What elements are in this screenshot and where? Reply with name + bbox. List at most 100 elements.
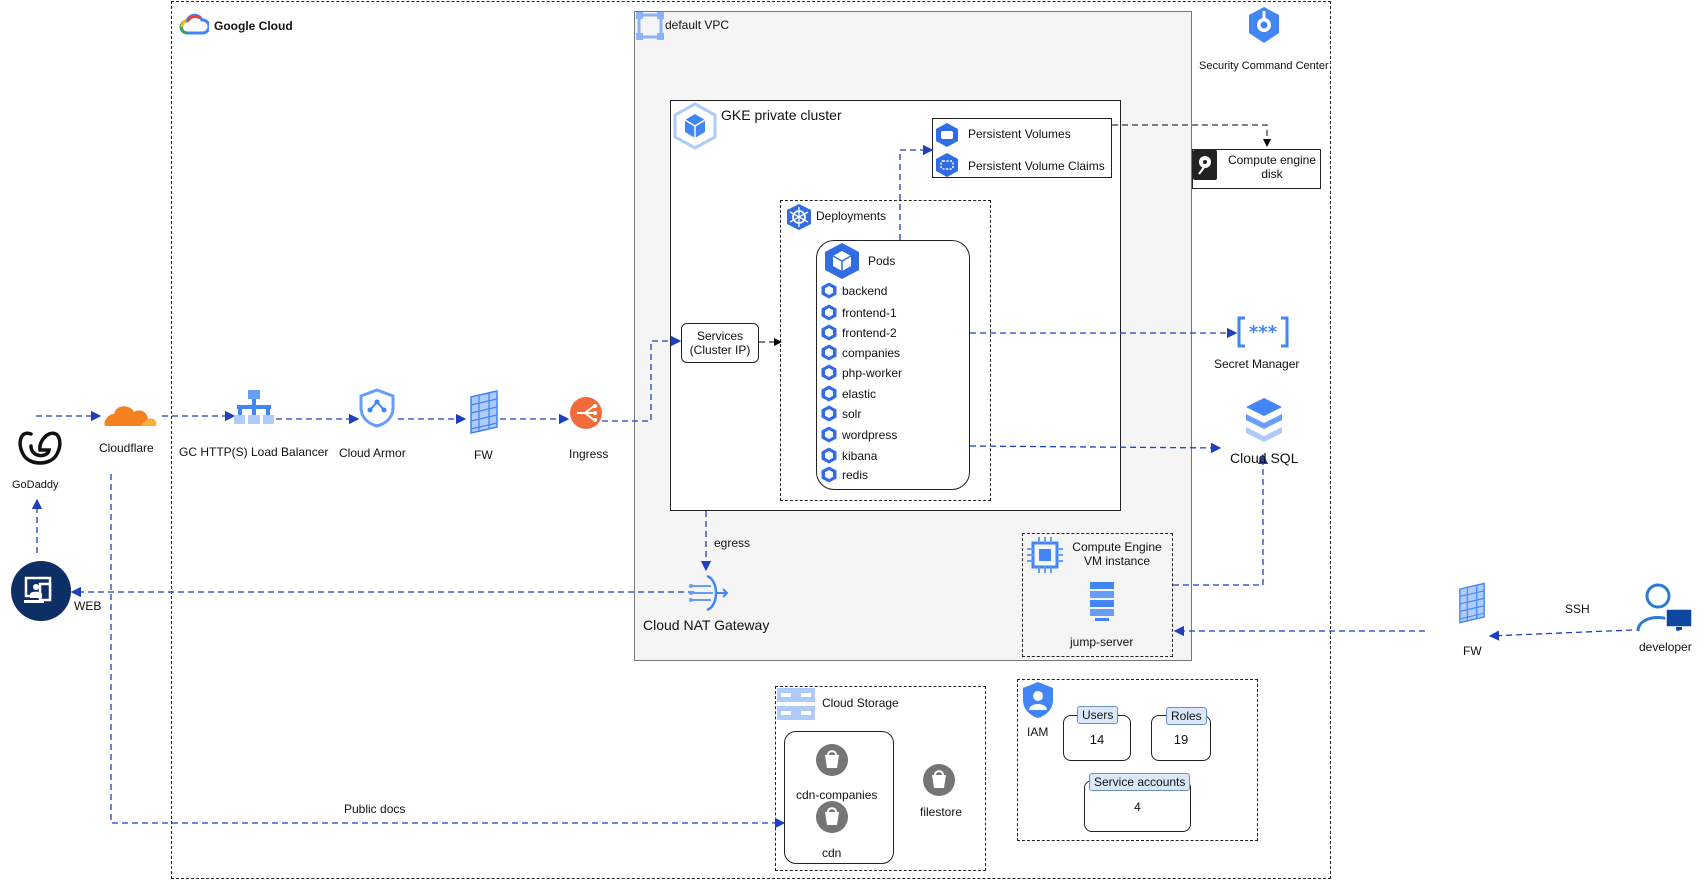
pods-box: [816, 240, 970, 490]
egress-label: egress: [714, 536, 751, 550]
developer-firewall-icon: [1459, 582, 1485, 624]
kubernetes-deployment-icon: [787, 204, 811, 230]
pod-icon: [821, 405, 837, 422]
secret-manager-icon: ***: [1237, 316, 1289, 348]
wire-public-docs: [110, 474, 786, 829]
iam-box: [1017, 679, 1258, 841]
bucket-filestore-label: filestore: [920, 805, 963, 819]
pod-item: backend: [821, 282, 887, 299]
cloud-sql-icon: [1246, 398, 1282, 442]
vpc-title: default VPC: [665, 18, 730, 32]
compute-disk-line1: Compute engine: [1227, 153, 1317, 167]
svg-text:***: ***: [1249, 322, 1278, 343]
cloud-storage-box: [775, 686, 986, 871]
jump-server-label: jump-server: [1070, 635, 1134, 649]
pod-name: solr: [842, 406, 862, 421]
service-accounts-count: 4: [1134, 800, 1141, 814]
cloud-storage-title: Cloud Storage: [822, 696, 899, 710]
public-docs-label: Public docs: [344, 802, 406, 816]
pod-icon: [821, 426, 837, 443]
pod-icon: [821, 364, 837, 381]
pod-icon: [821, 304, 837, 321]
pod-item: solr: [821, 405, 861, 422]
ingress-icon: [570, 397, 602, 429]
persistent-volume-icon: [936, 123, 958, 147]
wire-pods-sql: [969, 442, 1222, 454]
pod-name: php-worker: [842, 365, 903, 380]
vm-instance-box: [1022, 533, 1173, 657]
services-line1: Services: [696, 329, 743, 343]
pod-item: kibana: [821, 447, 877, 464]
pod-icon: [821, 324, 837, 341]
pod-icon: [821, 344, 837, 361]
web-label: WEB: [74, 599, 102, 613]
pod-item: frontend-2: [821, 324, 897, 341]
server-icon: [1090, 582, 1114, 621]
gke-title: GKE private cluster: [721, 107, 842, 123]
deployments-title: Deployments: [816, 209, 887, 223]
persistent-volumes-label: Persistent Volumes: [968, 127, 1071, 141]
cloudflare-label: Cloudflare: [99, 441, 154, 455]
cloud-nat-label: Cloud NAT Gateway: [643, 617, 770, 633]
developer-label: developer: [1639, 640, 1692, 654]
google-cloud-title: Google Cloud: [214, 19, 293, 33]
wire-volumes-disk: [1112, 124, 1271, 147]
vm-line2: VM instance: [1083, 554, 1151, 568]
pod-name: wordpress: [842, 427, 898, 442]
iam-label: IAM: [1027, 725, 1049, 739]
cloud-nat-icon: [689, 574, 729, 612]
firewall-icon: [470, 390, 498, 434]
vpc-icon: [636, 12, 664, 40]
wire-vm-sql: [1173, 453, 1269, 586]
persistent-volume-claim-icon: [936, 153, 958, 177]
pod-name: kibana: [842, 448, 878, 463]
secret-manager-label: Secret Manager: [1214, 357, 1300, 371]
pod-name: frontend-2: [842, 325, 897, 340]
compute-engine-disk-icon: [1193, 150, 1217, 180]
godaddy-logo-icon: [18, 431, 62, 465]
godaddy-label: GoDaddy: [12, 479, 59, 491]
pod-icon: [821, 447, 837, 464]
compute-disk-label: Compute engine disk: [1222, 153, 1322, 181]
bucket-cdn-companies-icon: [816, 744, 848, 776]
cloudflare-logo-icon: [104, 406, 157, 426]
bucket-cdn-icon: [816, 801, 848, 833]
roles-badge: Roles: [1166, 707, 1207, 725]
pod-item: elastic: [821, 385, 876, 402]
pod-item: companies: [821, 344, 900, 361]
load-balancer-icon: [234, 390, 274, 424]
vm-line1: Compute Engine: [1072, 540, 1162, 554]
pod-icon: [821, 466, 837, 483]
pod-item: redis: [821, 466, 868, 483]
roles-count: 19: [1173, 732, 1189, 747]
pod-name: backend: [842, 283, 888, 298]
security-command-center-label: Security Command Center: [1199, 60, 1329, 72]
web-client-icon[interactable]: [10, 560, 72, 622]
iam-icon: [1023, 682, 1053, 718]
developer-icon: [1636, 583, 1693, 632]
cloud-sql-label: Cloud SQL: [1230, 450, 1299, 466]
services-box[interactable]: [681, 323, 759, 363]
cloud-armor-label: Cloud Armor: [339, 446, 406, 460]
google-cloud-boundary: [171, 1, 1331, 879]
wire-pods-volumes: [899, 144, 934, 240]
users-badge: Users: [1077, 706, 1119, 724]
firewall-label: FW: [474, 448, 493, 462]
compute-disk-line2: disk: [1261, 167, 1283, 181]
pod-item: wordpress: [821, 426, 897, 443]
bucket-cdn-label: cdn: [822, 846, 842, 860]
bucket-filestore-icon: [923, 764, 955, 796]
users-count: 14: [1089, 732, 1105, 747]
google-cloud-logo-icon: [179, 13, 209, 35]
wire-ingress-services: [602, 335, 682, 422]
services-label: Services (Cluster IP): [681, 329, 759, 357]
gke-icon: [673, 102, 717, 150]
vm-instance-label: Compute Engine VM instance: [1062, 540, 1172, 568]
pod-item: frontend-1: [821, 304, 897, 321]
cloud-storage-icon: [777, 688, 815, 720]
pod-name: frontend-1: [842, 305, 897, 320]
compute-engine-icon: [1027, 537, 1063, 573]
pod-icon: [821, 385, 837, 402]
load-balancer-label: GC HTTP(S) Load Balancer: [179, 445, 329, 459]
